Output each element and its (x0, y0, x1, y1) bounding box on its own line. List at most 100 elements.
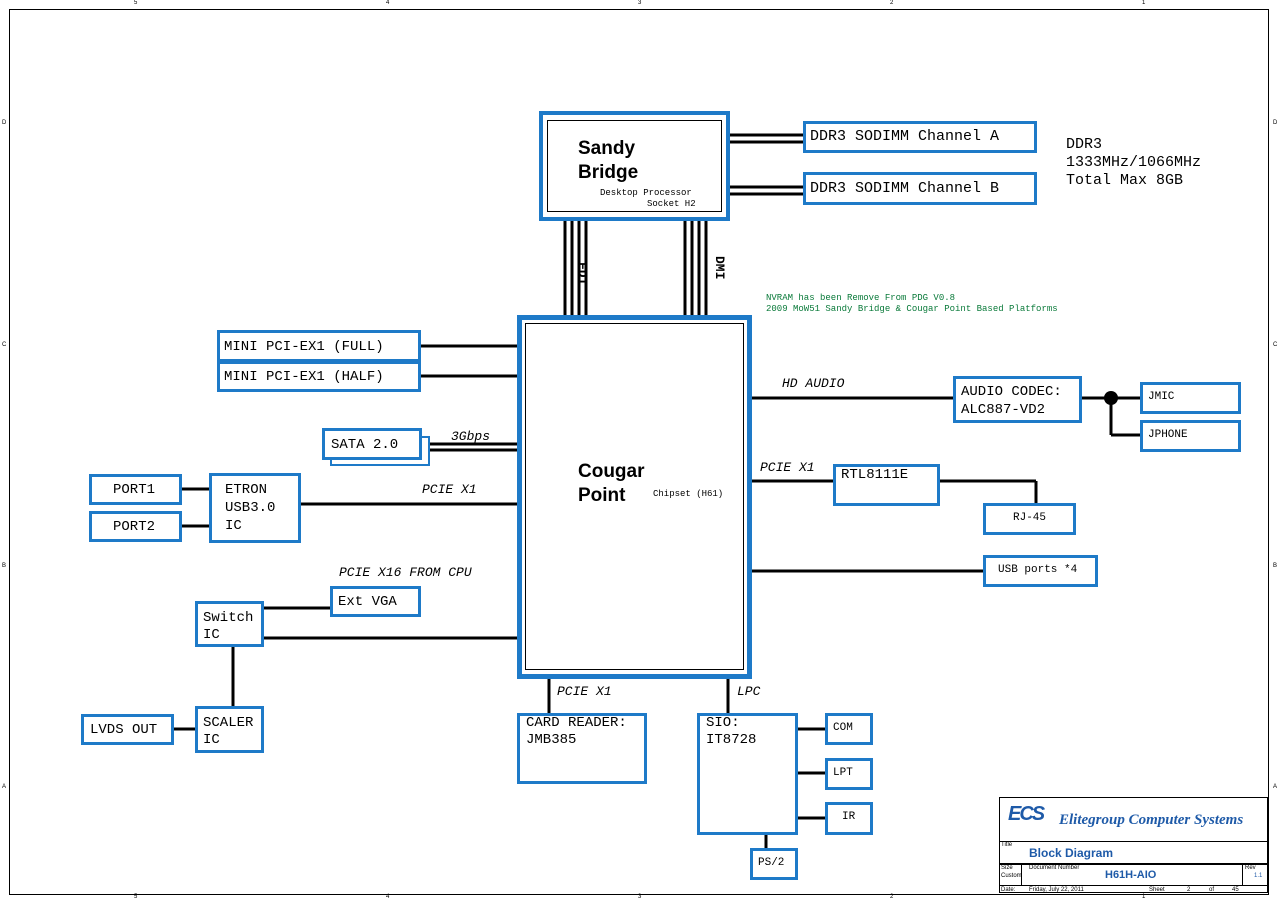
size-label: Size (1001, 865, 1013, 871)
card-reader-line1: CARD READER: (526, 715, 627, 731)
ddr-channel-a-box (803, 121, 1037, 153)
lvds-out-label: LVDS OUT (90, 722, 158, 738)
lpt-label: LPT (833, 767, 853, 779)
mini-pcie-full-box (217, 330, 421, 362)
pch-name: Cougar Point (578, 461, 645, 506)
switch-line1: Switch (203, 610, 254, 626)
ruler-bottom-2: 2 (890, 894, 894, 900)
of-label: of (1209, 887, 1215, 893)
junction-dot (1104, 391, 1118, 405)
ps2-label: PS/2 (758, 857, 785, 869)
ruler-right-c: C (1273, 342, 1278, 348)
pcie-x16-label: PCIE X16 FROM CPU (339, 565, 472, 580)
total-sheets: 45 (1232, 887, 1239, 893)
etron-line3: IC (225, 518, 242, 534)
docnum-value: H61H-AIO (1105, 869, 1157, 881)
com-box (825, 713, 873, 745)
note-line-1: NVRAM has been Remove From PDG V0.8 (766, 293, 956, 303)
ext-vga-label: Ext VGA (338, 594, 397, 610)
date-value: Friday, July 22, 2011 (1029, 887, 1084, 893)
ruler-right-a: A (1273, 784, 1278, 790)
drawing-frame (9, 9, 1269, 895)
ruler-top-2: 2 (890, 0, 894, 6)
company-name: Elitegroup Computer Systems (1059, 812, 1244, 828)
ddr-note-3: Total Max 8GB (1066, 172, 1184, 189)
jmic-label: JMIC (1148, 391, 1175, 403)
port1-label: PORT1 (113, 482, 156, 498)
sata-box (322, 428, 422, 460)
custom-label: Custom (1001, 873, 1022, 879)
ir-label: IR (842, 811, 856, 823)
card-reader-box (517, 713, 647, 784)
docnum-label: Document Number (1029, 865, 1080, 871)
lvds-out-box (81, 714, 174, 745)
jmic-box (1140, 382, 1241, 414)
sio-line2: IT8728 (706, 732, 757, 748)
ps2-box (750, 848, 798, 880)
cpu-name: Sandy Bridge (578, 138, 639, 183)
ruler-top-4: 4 (386, 0, 390, 6)
sheet-value: 2 (1187, 887, 1191, 893)
ruler-left-b: B (2, 563, 7, 569)
ruler-left-c: C (2, 342, 7, 348)
jphone-box (1140, 420, 1241, 452)
audio-codec-line2: ALC887-VD2 (961, 402, 1046, 418)
ecs-logo: ECS (1008, 803, 1045, 825)
ddr-channel-b-label: DDR3 SODIMM Channel B (810, 180, 1000, 197)
usb-ports-label: USB ports *4 (998, 564, 1078, 576)
fdi-label: FDI (575, 262, 590, 286)
ruler-bottom-5: 5 (134, 894, 138, 900)
ruler-right-d: D (1273, 120, 1278, 126)
mini-pcie-half-label: MINI PCI-EX1 (HALF) (224, 369, 384, 385)
etron-box (209, 473, 301, 543)
dmi-label: DMI (712, 256, 727, 280)
lpc-label: LPC (737, 684, 761, 699)
etron-line1: ETRON (225, 482, 268, 498)
size-cell (999, 864, 1022, 886)
sheet-label: Sheet (1149, 887, 1165, 893)
switch-line2: IC (203, 627, 220, 643)
rev-value: 1.1 (1254, 873, 1263, 879)
ddr-channel-a-label: DDR3 SODIMM Channel A (810, 128, 1000, 145)
com-label: COM (833, 722, 853, 734)
ir-box (825, 802, 873, 835)
etron-pcie-label: PCIE X1 (422, 482, 477, 497)
rtl8111e-box (833, 464, 940, 506)
etron-line2: USB3.0 (225, 500, 276, 516)
rev-cell (1242, 864, 1268, 886)
sata-speed: 3Gbps (451, 429, 491, 444)
note-line-2: 2009 MoW51 Sandy Bridge & Cougar Point B… (766, 304, 1058, 314)
scaler-line2: IC (203, 732, 220, 748)
pch-inner (525, 323, 744, 670)
ruler-top-1: 1 (1142, 0, 1146, 6)
card-reader-line2: JMB385 (526, 732, 577, 748)
cpu-sub1: Desktop Processor (600, 188, 692, 198)
usb-ports-box (983, 555, 1098, 587)
rtl8111e-label: RTL8111E (841, 467, 909, 483)
jphone-label: JPHONE (1148, 429, 1188, 441)
cpu-inner (547, 120, 722, 212)
switch-ic-box (195, 601, 264, 647)
ruler-right-b: B (1273, 563, 1278, 569)
rj45-label: RJ-45 (1013, 512, 1047, 524)
ddr-channel-b-box (803, 172, 1037, 205)
port1-box (89, 474, 182, 505)
ruler-bottom-4: 4 (386, 894, 390, 900)
ext-vga-box (330, 586, 421, 617)
hd-audio-label: HD AUDIO (782, 376, 845, 391)
audio-codec-line1: AUDIO CODEC: (961, 384, 1062, 400)
ruler-left-d: D (2, 120, 7, 126)
rtl-pcie-label: PCIE X1 (760, 460, 815, 475)
rev-label: Rev (1245, 865, 1256, 871)
port2-label: PORT2 (113, 519, 156, 535)
pch-sub: Chipset (H61) (653, 489, 724, 499)
mini-pcie-half-box (217, 361, 421, 392)
ddr-note-1: DDR3 (1066, 136, 1103, 153)
title-row (999, 841, 1268, 864)
ruler-bottom-3: 3 (638, 894, 642, 900)
port2-box (89, 511, 182, 542)
rj45-box (983, 503, 1076, 535)
sio-line1: SIO: (706, 715, 740, 731)
